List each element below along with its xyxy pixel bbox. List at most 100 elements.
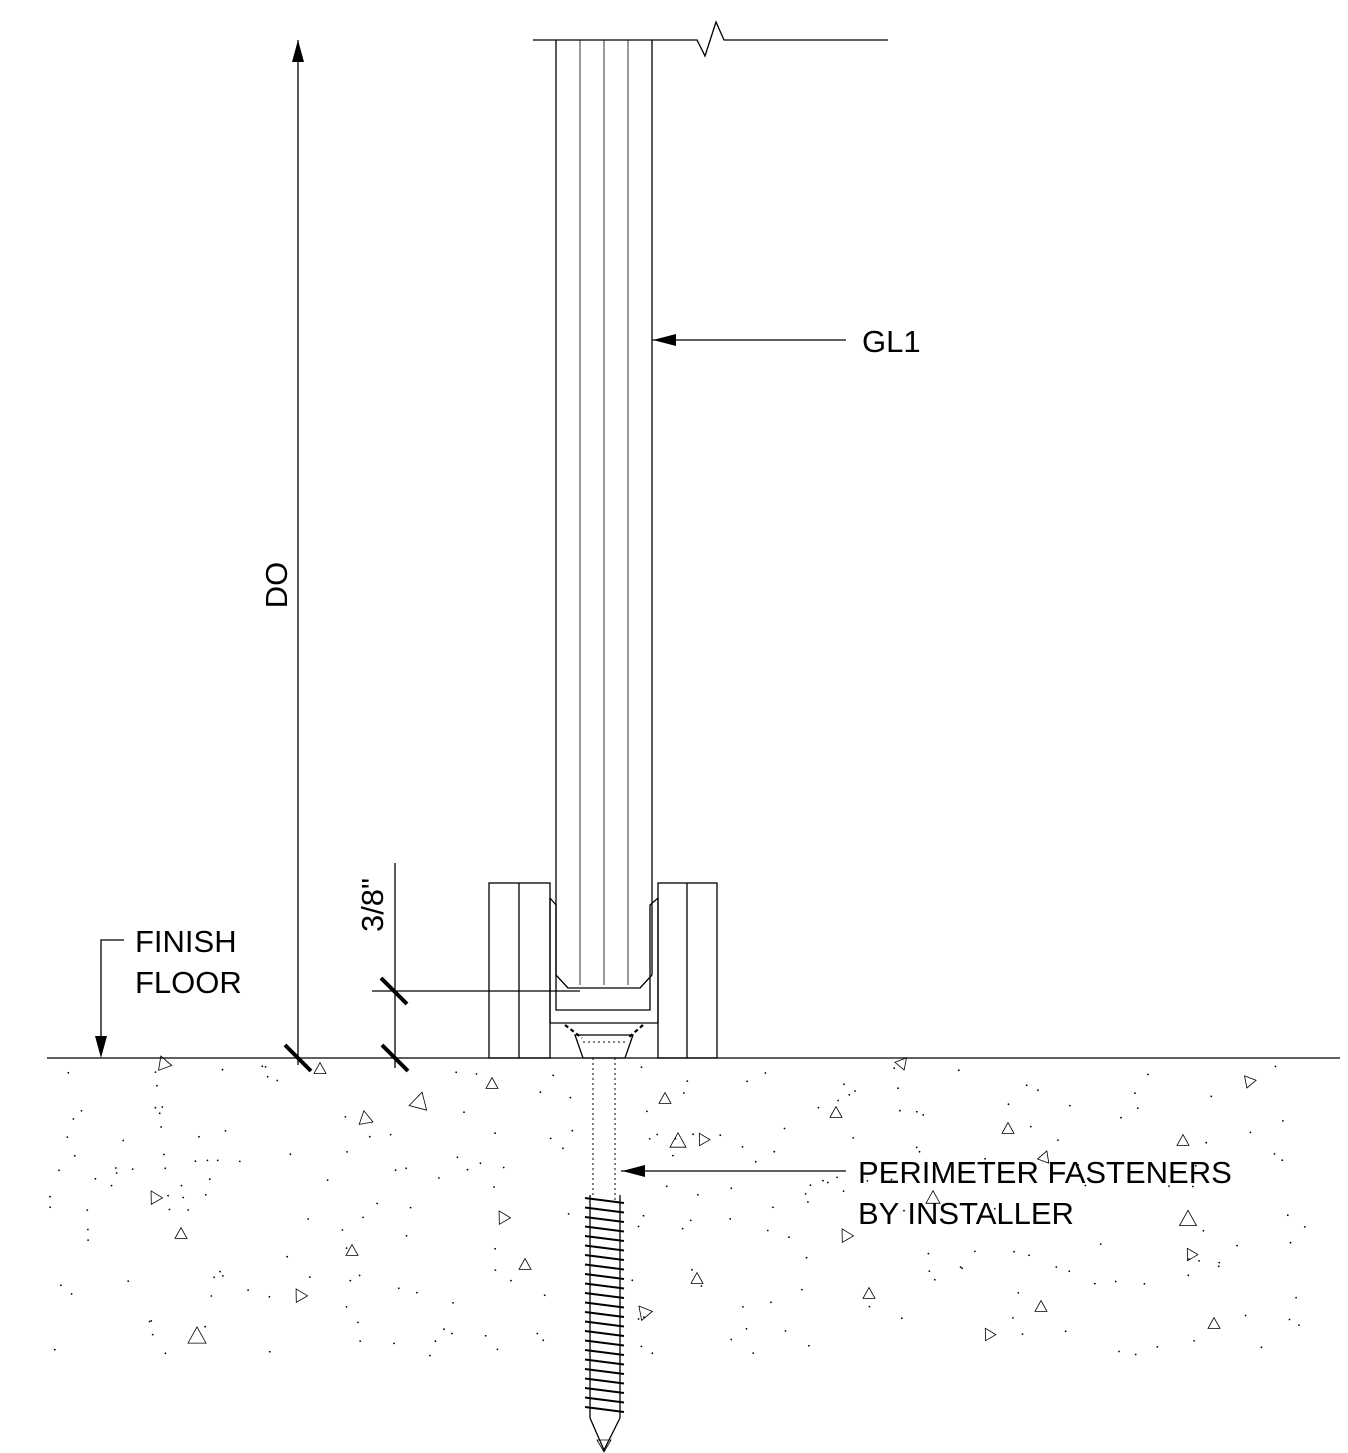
screw-thread	[584, 1330, 625, 1337]
screw-thread	[584, 1273, 625, 1280]
aggregate-stipple	[164, 1352, 167, 1355]
aggregate-mark	[358, 1109, 374, 1125]
aggregate-stipple	[648, 1138, 651, 1140]
aggregate-stipple	[289, 1153, 292, 1156]
screw-thread	[584, 1406, 625, 1413]
aggregate-stipple	[60, 1284, 62, 1287]
aggregate-stipple	[922, 1114, 925, 1116]
aggregate-stipple	[993, 1207, 996, 1210]
aggregate-stipple	[837, 1099, 840, 1102]
aggregate-stipple	[637, 1318, 640, 1320]
aggregate-stipple	[484, 1334, 487, 1337]
aggregate-stipple	[1195, 1165, 1197, 1167]
aggregate-stipple	[434, 1340, 437, 1343]
aggregate-stipple	[53, 1348, 56, 1351]
aggregate-mark	[408, 1091, 428, 1111]
screw-thread	[584, 1282, 625, 1290]
aggregate-stipple	[1118, 1350, 1120, 1353]
screw-thread	[584, 1235, 625, 1242]
aggregate-stipple	[542, 1339, 545, 1342]
aggregate-stipple	[729, 1218, 732, 1220]
aggregate-stipple	[807, 1201, 809, 1203]
glass-label: GL1	[862, 324, 921, 359]
glass-panel	[555, 40, 653, 989]
aggregate-mark	[485, 1076, 499, 1089]
aggregate-mark	[690, 1271, 704, 1284]
aggregate-stipple	[1202, 1229, 1205, 1232]
aggregate-stipple	[346, 1151, 348, 1153]
aggregate-stipple	[933, 1278, 936, 1281]
aggregate-mark	[1001, 1121, 1015, 1134]
aggregate-stipple	[405, 1167, 408, 1170]
aggregate-stipple	[868, 1305, 871, 1308]
aggregate-stipple	[893, 1067, 896, 1070]
aggregate-stipple	[1236, 1244, 1238, 1247]
aggregate-stipple	[1084, 1184, 1087, 1187]
aggregate-stipple	[854, 1090, 856, 1092]
aggregate-stipple	[957, 1069, 960, 1072]
aggregate-stipple	[772, 1206, 774, 1209]
recess-dimension: 3/8"	[355, 863, 580, 1073]
aggregate-stipple	[686, 1080, 689, 1082]
aggregate-stipple	[674, 1137, 677, 1140]
aggregate-stipple	[475, 1073, 478, 1075]
aggregate-stipple	[394, 1169, 397, 1172]
aggregate-stipple	[452, 1302, 454, 1304]
aggregate-mark	[698, 1132, 711, 1147]
aggregate-stipple	[496, 1348, 499, 1351]
aggregate-stipple	[1077, 1164, 1080, 1166]
aggregate-stipple	[455, 1071, 458, 1074]
aggregate-stipple	[502, 1166, 505, 1169]
aggregate-mark	[669, 1131, 687, 1148]
aggregate-mark	[894, 1057, 908, 1071]
aggregate-stipple	[163, 1153, 165, 1156]
aggregate-stipple	[1217, 1265, 1220, 1268]
aggregate-stipple	[210, 1295, 213, 1297]
aggregate-stipple	[131, 1168, 134, 1170]
aggregate-mark	[841, 1228, 855, 1244]
aggregate-stipple	[1281, 1159, 1284, 1162]
aggregate-mark	[984, 1327, 997, 1342]
aggregate-stipple	[656, 1133, 659, 1136]
aggregate-stipple	[341, 1229, 344, 1231]
aggregate-stipple	[746, 1080, 748, 1083]
aggregate-stipple	[150, 1320, 153, 1322]
aggregate-stipple	[681, 1227, 684, 1230]
break-line	[533, 20, 888, 58]
aggregate-stipple	[266, 1075, 269, 1078]
aggregate-stipple	[1136, 1107, 1139, 1110]
aggregate-stipple	[345, 1306, 348, 1308]
aggregate-stipple	[1298, 1324, 1300, 1326]
aggregate-stipple	[359, 1340, 362, 1342]
aggregate-stipple	[1068, 1104, 1071, 1107]
aggregate-stipple	[1094, 1282, 1096, 1285]
aggregate-stipple	[494, 1269, 497, 1271]
aggregate-stipple	[344, 1116, 347, 1118]
aggregate-stipple	[1288, 1318, 1291, 1321]
aggregate-stipple	[167, 1194, 170, 1197]
aggregate-mark	[1176, 1133, 1190, 1146]
aggregate-stipple	[1099, 1243, 1102, 1245]
aggregate-stipple	[665, 1185, 668, 1188]
aggregate-stipple	[766, 1229, 769, 1232]
aggregate-stipple	[642, 1214, 645, 1217]
aggregate-stipple	[1244, 1314, 1247, 1317]
aggregate-stipple	[114, 1167, 117, 1169]
aggregate-stipple	[268, 1295, 271, 1298]
aggregate-stipple	[247, 1289, 250, 1291]
aggregate-mark	[1186, 1247, 1199, 1262]
aggregate-stipple	[1273, 1153, 1276, 1155]
aggregate-stipple	[862, 1172, 865, 1175]
aggregate-stipple	[640, 1345, 643, 1348]
aggregate-stipple	[1017, 1292, 1020, 1294]
aggregate-stipple	[961, 1267, 963, 1270]
aggregate-stipple	[692, 1133, 694, 1136]
screw-thread	[584, 1301, 625, 1309]
aggregate-stipple	[261, 1065, 264, 1068]
aggregate-stipple	[493, 1186, 495, 1188]
aggregate-stipple	[358, 1274, 361, 1277]
aggregate-stipple	[826, 1181, 829, 1184]
aggregate-stipple	[764, 1072, 767, 1074]
aggregate-stipple	[1055, 1266, 1058, 1268]
aggregate-stipple	[494, 1132, 496, 1135]
